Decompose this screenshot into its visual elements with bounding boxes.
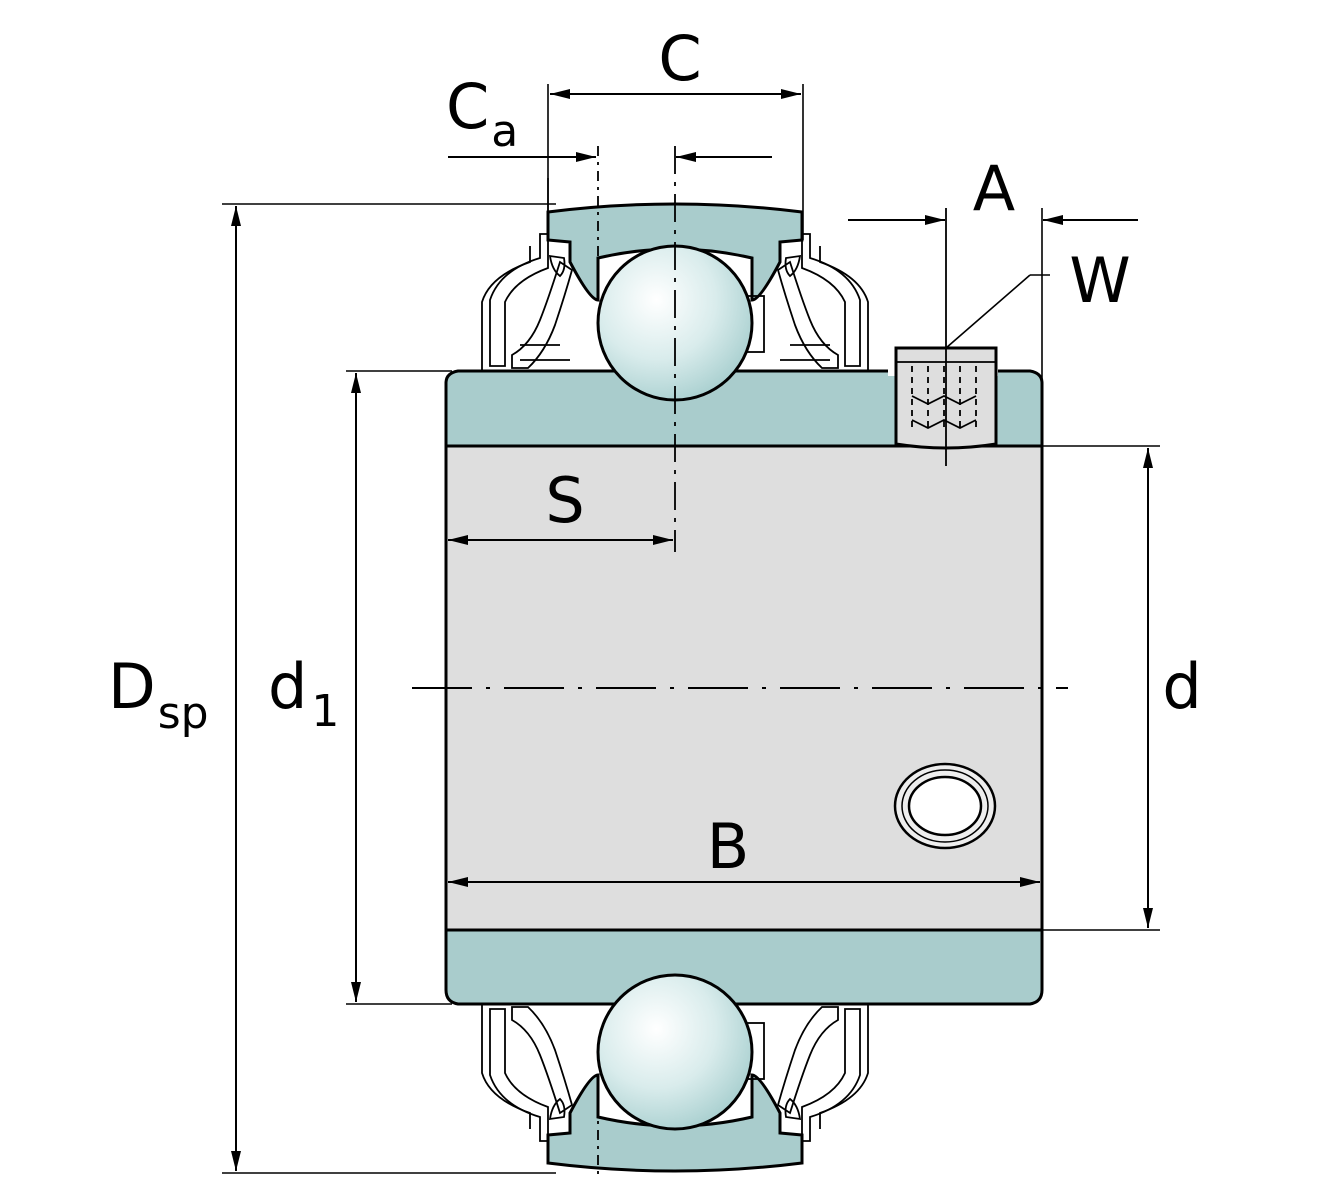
set-screw <box>888 346 998 450</box>
seal-right-bottom <box>776 1005 869 1142</box>
outer-ring-bottom <box>546 1073 804 1173</box>
inner-ring-bottom <box>444 928 1044 1006</box>
dimension-lines <box>231 89 1153 1171</box>
label-d1-sub: 1 <box>311 686 339 737</box>
label-d1: d1 <box>268 650 339 737</box>
outer-ring-top <box>546 202 804 302</box>
label-S: S <box>545 464 584 537</box>
ball-bottom <box>596 973 754 1131</box>
label-A: A <box>973 152 1015 225</box>
seal-left-top <box>481 233 574 370</box>
lube-hole <box>893 762 997 850</box>
label-Ca-main: C <box>446 70 489 143</box>
seal-left-bottom <box>481 1005 574 1142</box>
label-Dsp: Dsp <box>108 650 209 739</box>
label-d: d <box>1162 650 1201 723</box>
extension-lines <box>222 84 1160 1174</box>
label-Ca-sub: a <box>491 106 518 157</box>
label-B: B <box>707 810 750 883</box>
label-W: W <box>1069 244 1130 317</box>
label-d1-main: d <box>268 650 307 723</box>
seal-right-top <box>776 233 869 370</box>
label-Dsp-main: D <box>108 650 156 723</box>
label-Ca: Ca <box>446 70 518 157</box>
label-Dsp-sub: sp <box>158 688 209 739</box>
label-C: C <box>658 22 701 95</box>
